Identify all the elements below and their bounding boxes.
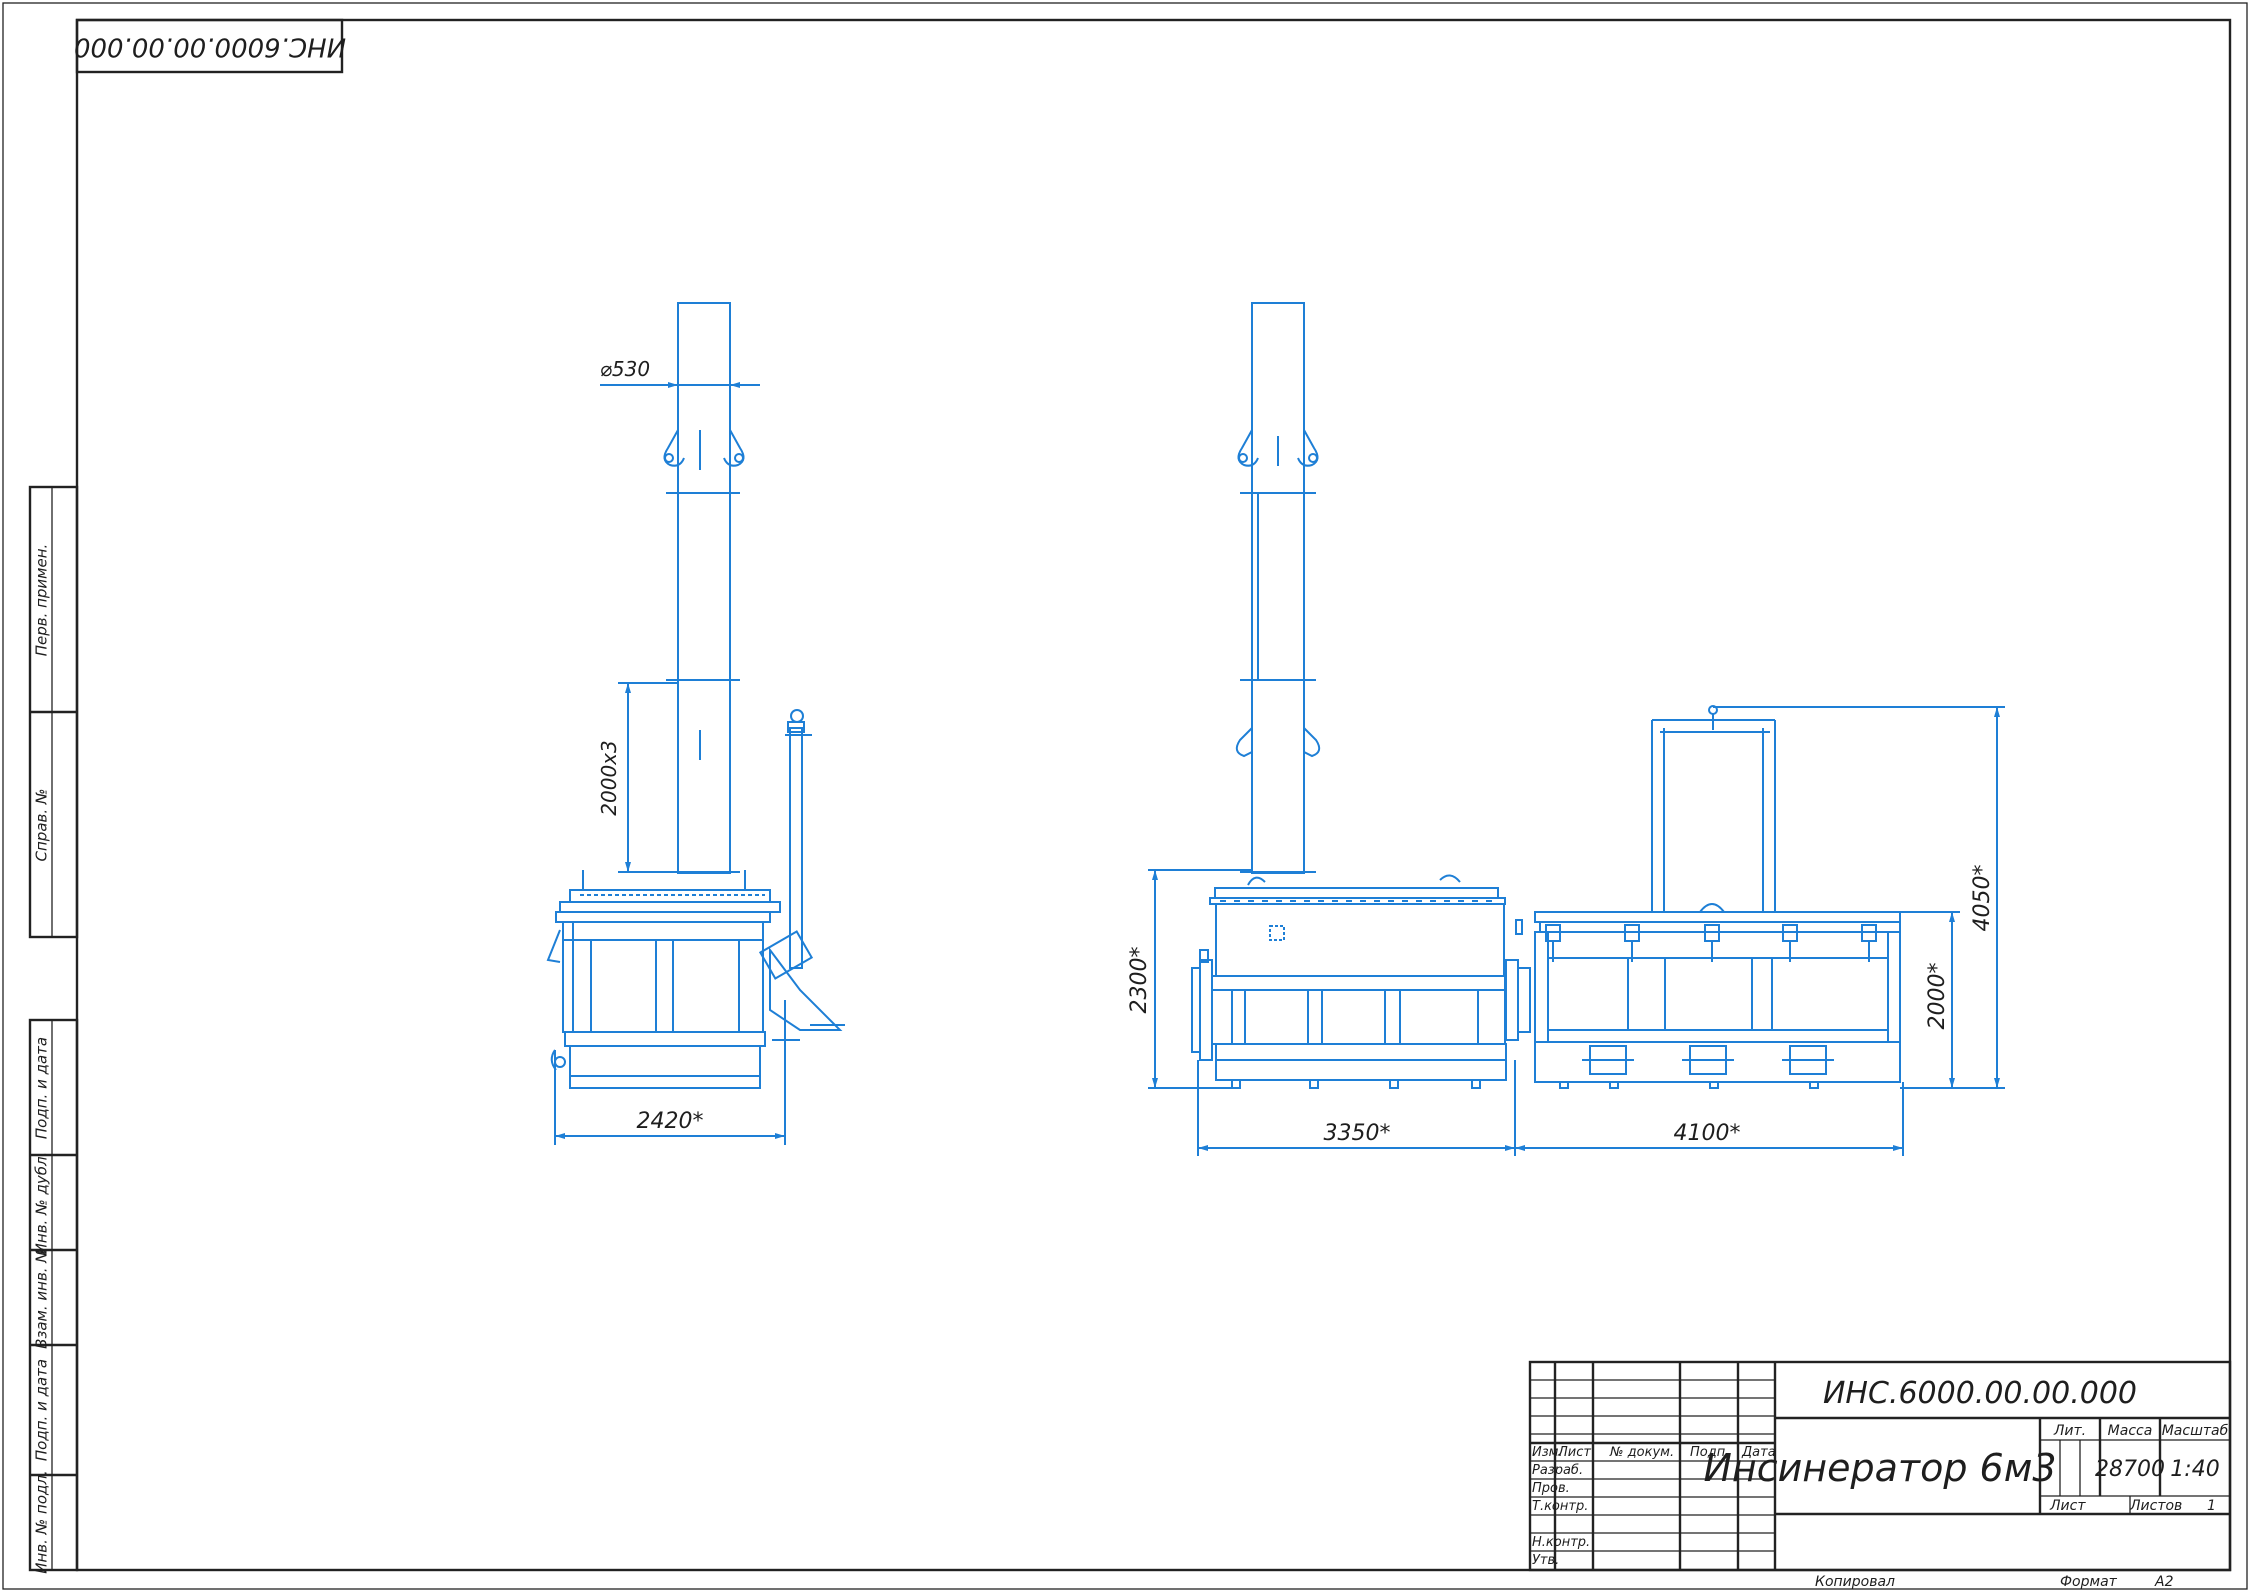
tb-scale-label: Масштаб [2162, 1423, 2229, 1439]
title-block [1528, 1360, 2232, 1572]
tb-col-doc: № докум. [1609, 1445, 1674, 1460]
dim-2420: 2420* [637, 1109, 704, 1134]
tb-row-prov: Пров. [1532, 1481, 1570, 1496]
side-view [546, 302, 845, 1089]
side-label-podp1: Подп. и дата [33, 1037, 51, 1139]
front-view [1191, 302, 1531, 1089]
dim-2000x3: 2000х3 [597, 740, 621, 815]
top-stamp-text: ИНС.6000.00.00.000 [74, 32, 346, 62]
dim-3350: 3350* [1324, 1121, 1391, 1146]
loader-view [1534, 705, 1901, 1089]
tb-col-list: Лист [1557, 1445, 1591, 1460]
side-label-perv: Перв. примен. [33, 544, 51, 657]
tb-mass-value: 28700 [2095, 1457, 2165, 1482]
tb-row-nkontr: Н.контр. [1532, 1535, 1590, 1550]
tb-format-value: A2 [2154, 1574, 2174, 1590]
dim-4100: 4100* [1674, 1121, 1741, 1146]
tb-sheets-label: Листов [2129, 1498, 2182, 1514]
side-label-vzam: Взам. инв. № [33, 1247, 51, 1349]
tb-name: Инсинератор 6м3 [1703, 1446, 2056, 1490]
dim-2300: 2300* [1127, 947, 1152, 1014]
tb-copied: Копировал [1815, 1574, 1895, 1590]
dim-4050: 4050* [1970, 865, 1995, 932]
tb-row-utv: Утв. [1532, 1553, 1559, 1568]
side-label-inv-dubl: Инв. № дубл. [33, 1152, 51, 1255]
tb-row-tkontr: Т.контр. [1532, 1499, 1588, 1514]
tb-format-label: Формат [2060, 1574, 2118, 1590]
side-label-podp2: Подп. и дата [33, 1359, 51, 1461]
tb-sheet-label: Лист [2049, 1498, 2086, 1514]
tb-col-izm: Изм. [1532, 1445, 1563, 1460]
dimension-lines [554, 382, 2005, 1156]
top-stamp-box [75, 18, 344, 74]
tb-lit-label: Лит. [2053, 1423, 2086, 1439]
side-label-sprav: Справ. № [33, 789, 51, 862]
dim-2000: 2000* [1925, 963, 1950, 1030]
dim-d530: ⌀530 [600, 357, 650, 381]
tb-col-podp: Подп. [1690, 1445, 1729, 1460]
tb-sheets-value: 1 [2207, 1498, 2216, 1514]
tb-designation: ИНС.6000.00.00.000 [1823, 1376, 2137, 1411]
side-strip [28, 485, 79, 1572]
tb-mass-label: Масса [2108, 1423, 2153, 1439]
tb-row-razrab: Разраб. [1532, 1463, 1583, 1478]
tb-col-date: Дата [1741, 1445, 1776, 1460]
inner-frame [75, 18, 2232, 1572]
tb-scale-value: 1:40 [2170, 1457, 2219, 1482]
side-label-inv-podl: Инв. № подл. [33, 1470, 51, 1573]
